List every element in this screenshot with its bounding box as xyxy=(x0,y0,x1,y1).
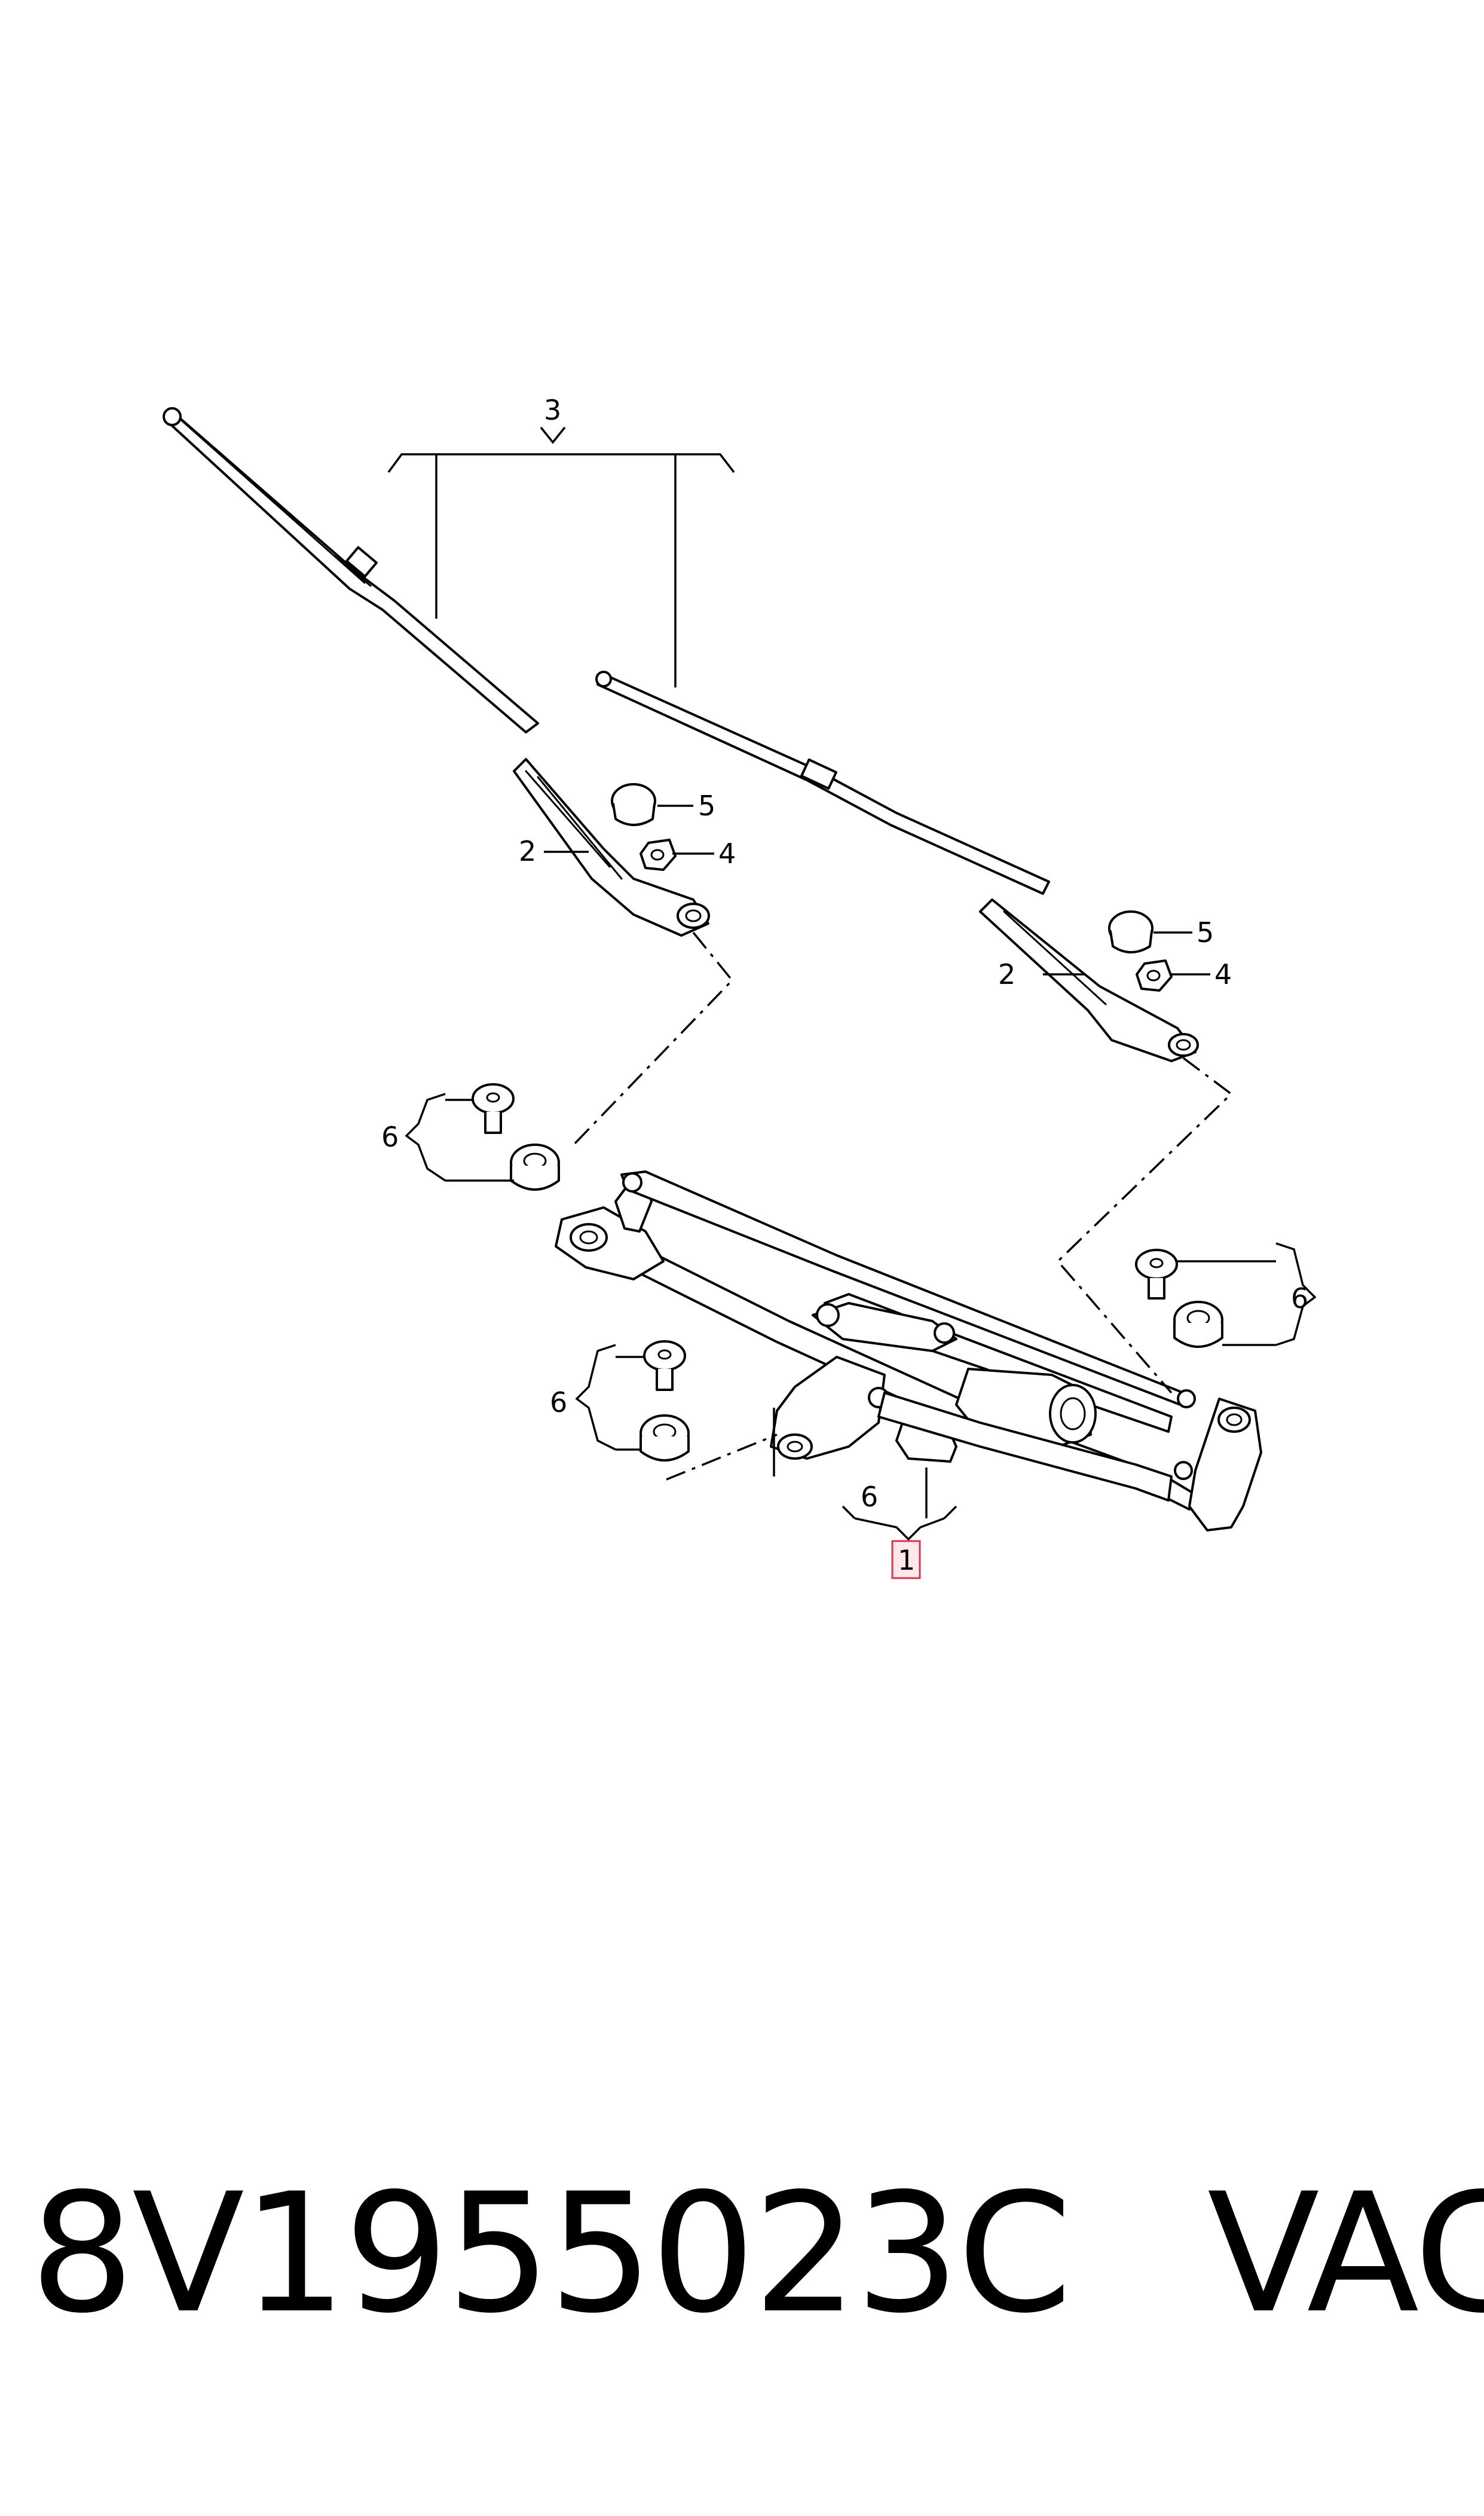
callout-6-upper-left: 6 xyxy=(381,1121,399,1153)
callout-4-left: 4 xyxy=(718,837,736,870)
callout-6-right: 6 xyxy=(1291,1282,1308,1314)
left-cap-and-nut xyxy=(611,783,677,871)
callout-labels: 3 2 5 4 2 5 4 6 6 6 6 1 xyxy=(381,394,1308,1579)
callout-4-right: 4 xyxy=(1214,958,1232,990)
right-cap-and-nut xyxy=(1108,910,1173,992)
leader-lines xyxy=(387,426,1317,1541)
screw-grommet-right xyxy=(1135,1249,1223,1348)
callout-2-right: 2 xyxy=(998,958,1015,990)
wiper-linkage-frame xyxy=(555,1170,1262,1531)
right-wiper-arm xyxy=(595,671,1199,1062)
callout-6-bottom: 6 xyxy=(861,1481,878,1513)
callout-6-lower-left: 6 xyxy=(550,1386,567,1419)
screw-grommet-upper-left xyxy=(472,1083,560,1191)
left-wiper-arm xyxy=(163,407,710,937)
callout-5-right: 5 xyxy=(1197,916,1214,949)
screw-grommet-lower-left xyxy=(640,1340,690,1462)
callout-1: 1 xyxy=(898,1544,915,1576)
part-number: 8V1955023C xyxy=(30,2158,1072,2349)
callout-1-highlight xyxy=(891,1540,921,1579)
part-caption: 8V1955023C VAG xyxy=(30,2158,1484,2349)
assembly-lines xyxy=(570,931,1233,1481)
callout-3: 3 xyxy=(544,394,561,426)
callout-2-left: 2 xyxy=(519,835,536,867)
brand-name: VAG xyxy=(1207,2158,1484,2349)
callout-5-left: 5 xyxy=(698,790,715,822)
